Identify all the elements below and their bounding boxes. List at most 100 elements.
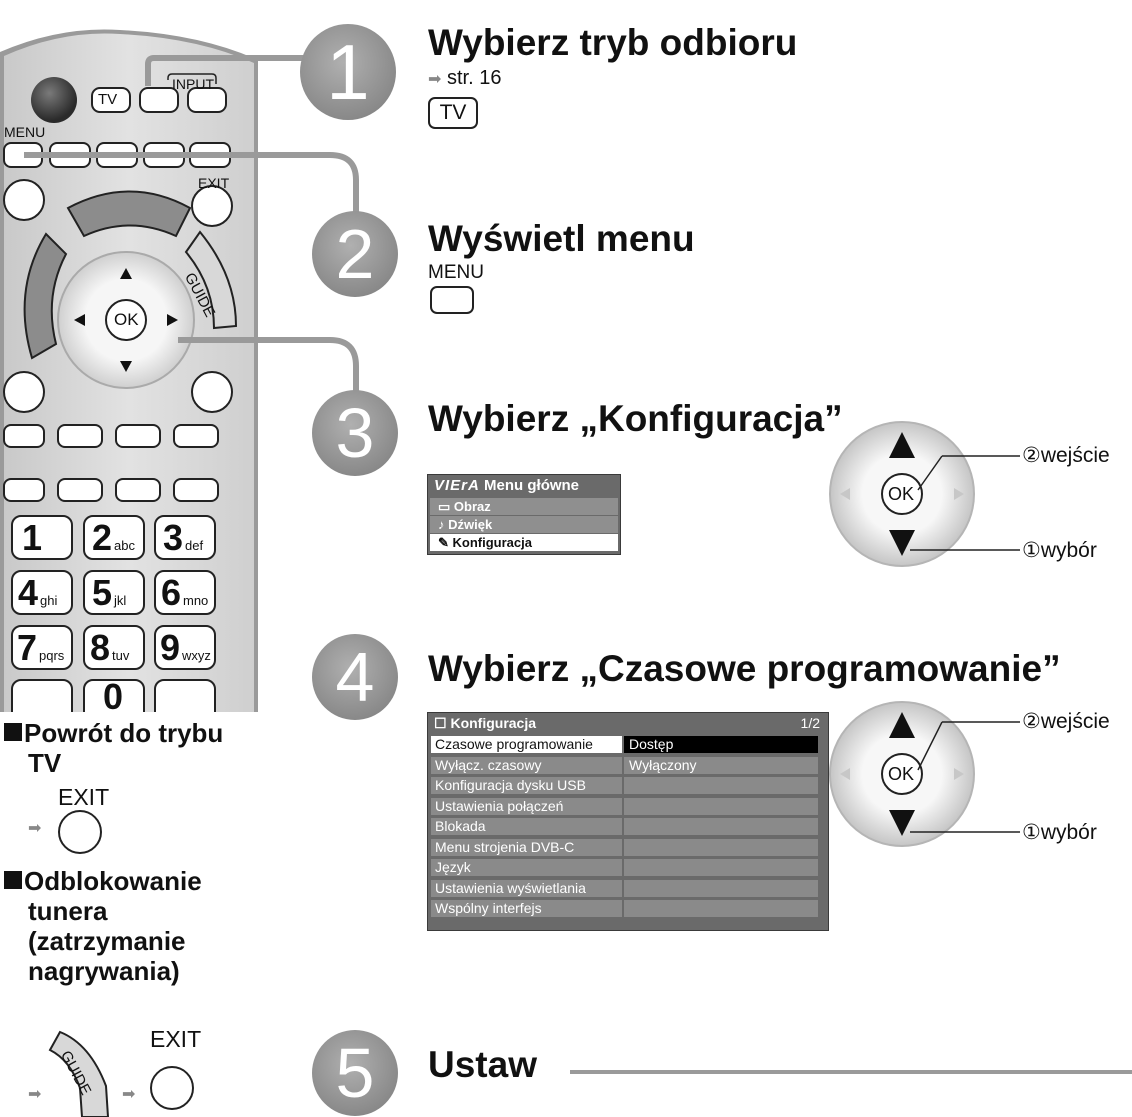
menu-item-konfiguracja[interactable]: ✎ Konfiguracja (430, 534, 618, 551)
key-number: 7 (17, 627, 38, 668)
note-title-line: Powrót do trybu (4, 718, 223, 748)
viera-logo: VIErA (434, 477, 480, 494)
setup-icon: ✎ (438, 535, 453, 550)
step-number: 5 (335, 1034, 375, 1112)
dpad-leader-lines (910, 721, 1020, 833)
arrow-icon: ➡ (122, 1086, 136, 1103)
step-5-badge: 5 (312, 1030, 398, 1116)
key-number: 3 (163, 517, 184, 558)
square-bullet-icon (4, 723, 22, 741)
config-row[interactable]: Ustawienia połączeń (428, 797, 828, 816)
key-number: 5 (92, 572, 113, 613)
exit-button-label: EXIT (58, 784, 110, 810)
square-bullet-icon (4, 871, 22, 889)
step-1-ref: ➡ str. 16 (428, 67, 501, 90)
key-letters: def (185, 538, 204, 553)
setup-icon: ☐ (434, 715, 451, 731)
arrow-icon: ➡ (28, 1086, 42, 1103)
exit-button[interactable] (150, 1066, 194, 1110)
ok-label: OK (888, 764, 915, 784)
key-letters: tuv (112, 648, 130, 663)
guide-button[interactable]: GUIDE (46, 1026, 116, 1117)
ok-label: OK (888, 484, 915, 504)
page-indicator: 1/2 (800, 715, 820, 731)
config-row-value (624, 879, 818, 897)
step-number: 4 (335, 638, 375, 716)
menu-button-shape (430, 286, 474, 314)
key-number: 9 (160, 627, 181, 668)
step-4-title: Wybierz „Czasowe programowanie” (428, 648, 1061, 689)
config-row-label: Ustawienia połączeń (431, 797, 622, 815)
select-label: ①wybór (1022, 539, 1097, 562)
config-row[interactable]: Blokada (428, 818, 828, 836)
config-row-value (624, 777, 818, 794)
config-row[interactable]: Menu strojenia DVB-C (428, 838, 828, 857)
key-number: 1 (22, 517, 43, 558)
menu-item-dzwiek[interactable]: ♪ Dźwięk (430, 516, 618, 533)
menu-button-label: MENU (428, 262, 484, 283)
config-row-label: Ustawienia wyświetlania (431, 879, 622, 897)
menu-button-icon: MENU (428, 262, 488, 322)
note-title-line: nagrywania) (28, 956, 180, 986)
dpad-leader-lines (910, 455, 1020, 551)
key-number: 0 (103, 680, 124, 712)
exit-button[interactable] (58, 810, 102, 854)
note-title-line: Odblokowanie (4, 866, 202, 896)
config-row-label: Język (431, 859, 622, 876)
config-row-value (624, 859, 818, 876)
menu-item-label: Obraz (453, 499, 491, 514)
arrow-icon: ➡ (428, 71, 442, 88)
key-letters: ghi (40, 593, 58, 608)
note-title: Odblokowanie (24, 866, 202, 896)
dpad-step3: OK (828, 420, 976, 568)
config-row-value (624, 818, 818, 835)
config-row[interactable]: Ustawienia wyświetlania (428, 879, 828, 898)
remote-tv-label: TV (98, 91, 118, 108)
config-row-value: Dostęp (624, 736, 818, 753)
remote-ok-label: OK (114, 310, 139, 329)
dpad-illustration (829, 701, 975, 847)
sound-icon: ♪ (438, 517, 449, 532)
remote-key-0[interactable]: 0 (84, 680, 144, 712)
key-letters: abc (114, 538, 135, 553)
arrow-icon: ➡ (28, 820, 42, 837)
main-menu-title: Menu główne (484, 477, 580, 494)
config-row[interactable]: Język (428, 859, 828, 877)
key-number: 2 (92, 517, 113, 558)
step-1-title: Wybierz tryb odbioru (428, 22, 798, 63)
config-row[interactable]: Wspólny interfejs (428, 900, 828, 918)
remote-key-1[interactable]: 1 (12, 516, 72, 559)
tv-button-label: TV (439, 101, 467, 124)
menu-item-label: Konfiguracja (452, 535, 532, 550)
menu-item-obraz[interactable]: ▭ Obraz (430, 498, 618, 515)
note-title-line: (zatrzymanie (28, 926, 186, 956)
step-2-badge: 2 (312, 211, 398, 297)
remote-exit-label: EXIT (198, 175, 230, 191)
step-3-badge: 3 (312, 390, 398, 476)
enter-label: ②wejście (1022, 444, 1110, 467)
note-title-line: tunera (28, 896, 108, 926)
config-row-label: Czasowe programowanie (431, 736, 622, 753)
picture-icon: ▭ (438, 499, 454, 514)
config-row-label: Blokada (431, 818, 622, 835)
dpad-step4: OK (828, 700, 976, 848)
step-5-title: Ustaw (428, 1044, 537, 1085)
guide-button-shape (48, 1030, 110, 1117)
config-row[interactable]: Konfiguracja dysku USB (428, 777, 828, 795)
key-letters: pqrs (39, 648, 65, 663)
step-2-title: Wyświetl menu (428, 218, 695, 259)
key-number: 4 (18, 572, 39, 613)
select-label: ①wybór (1022, 821, 1097, 844)
